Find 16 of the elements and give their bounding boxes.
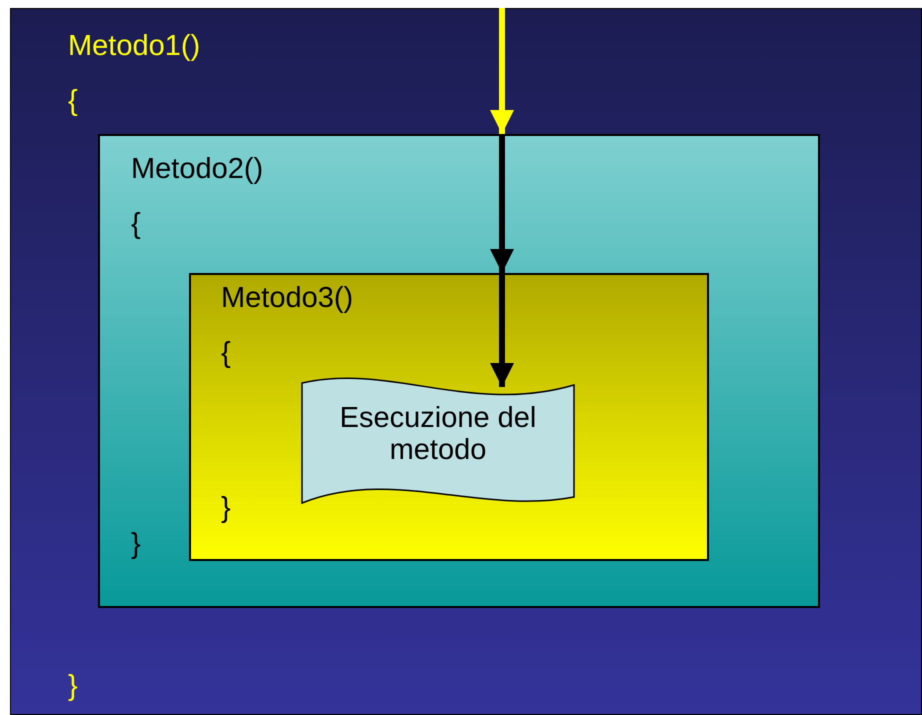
- method-box: [189, 273, 709, 561]
- closing-brace: }: [68, 671, 78, 703]
- opening-brace: {: [68, 86, 78, 118]
- opening-brace: {: [131, 209, 141, 241]
- method-signature: Metodo3(): [221, 283, 354, 315]
- method-box: [98, 134, 820, 608]
- arrow: [490, 273, 514, 387]
- arrow: [490, 134, 514, 273]
- node-text: Esecuzione del metodo: [338, 403, 538, 467]
- method-area: [10, 8, 922, 715]
- method-signature: Metodo2(): [131, 154, 264, 186]
- closing-brace: }: [221, 493, 231, 525]
- opening-brace: {: [221, 338, 231, 370]
- closing-brace: }: [131, 529, 141, 561]
- method-signature: Metodo1(): [68, 31, 200, 63]
- arrow: [490, 8, 514, 134]
